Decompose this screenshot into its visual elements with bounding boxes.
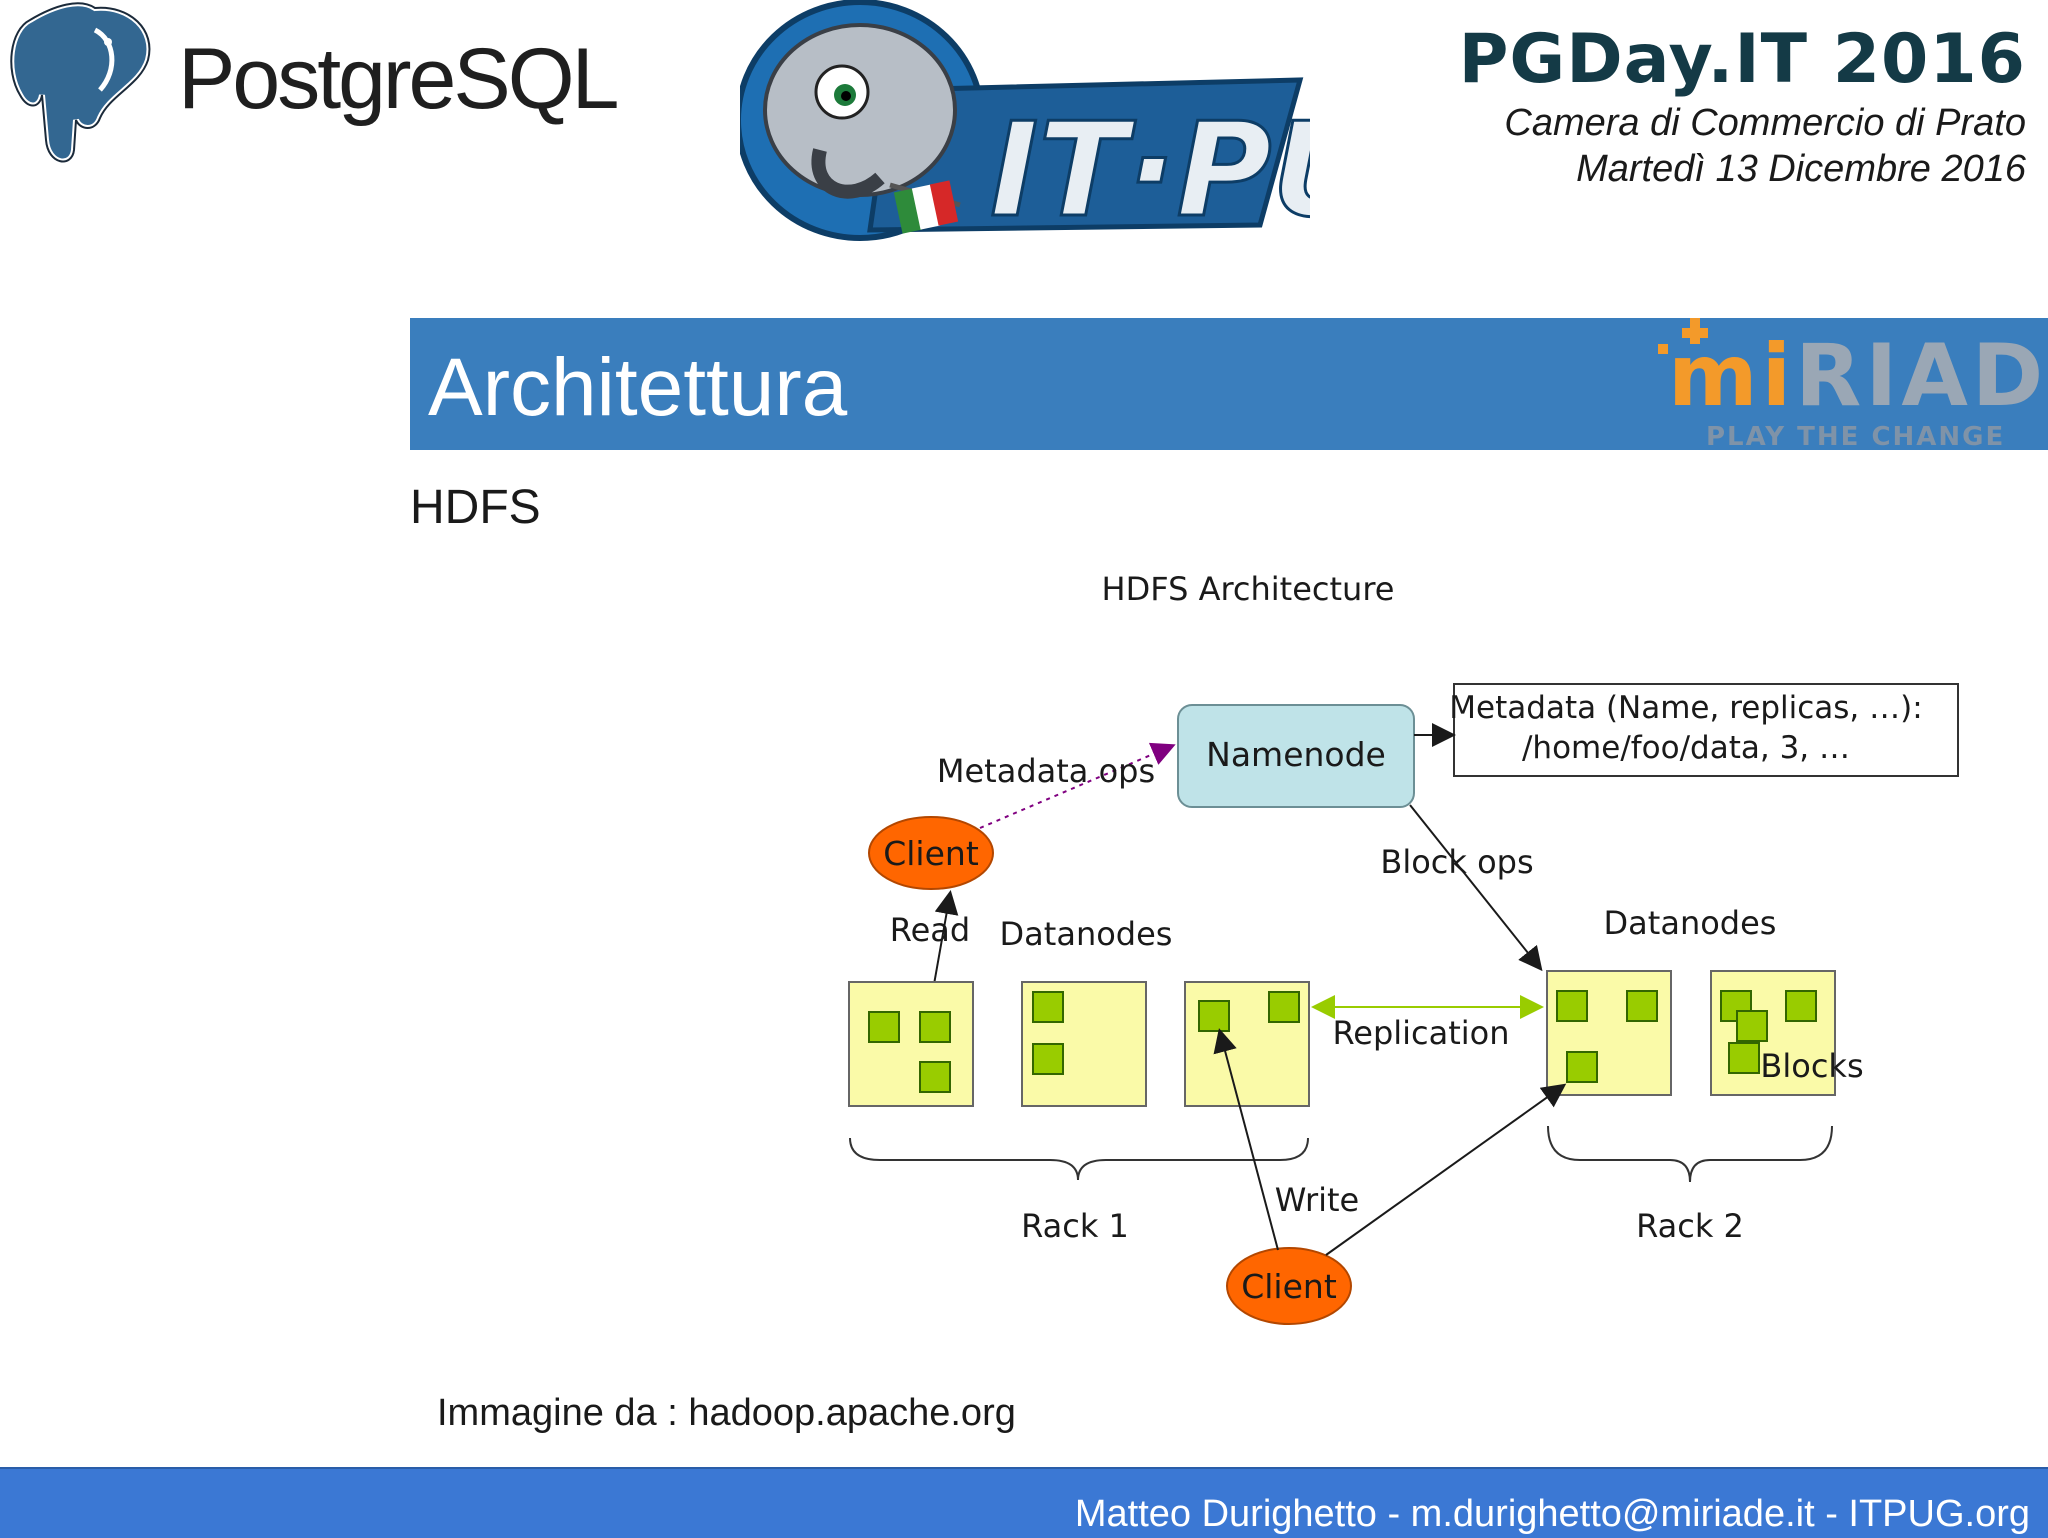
title-bar: Architettura miRIADE PLAY THE CHANGE [410,318,2048,450]
metadata-ops-arrow [979,742,1176,829]
block-ops-label: Block ops [1380,843,1533,881]
miriade-name: miRIADE [1668,326,2048,426]
event-venue: Camera di Commercio di Prato [1504,102,2026,144]
postgresql-wordmark: PostgreSQL [178,31,619,127]
rack2-datanode-1 [1546,970,1672,1096]
namenode-label: Namenode [1206,735,1386,774]
rack2-label: Rack 2 [1636,1207,1744,1245]
metadata-box [1453,683,1959,777]
event-info: PGDay.IT 2016 Camera di Commercio di Pra… [1459,20,2026,192]
postgresql-logo: PostgreSQL [0,0,640,170]
block [919,1061,951,1093]
block [1198,1000,1230,1032]
replication-label: Replication [1332,1014,1509,1052]
block-ops-arrow [1409,804,1543,972]
hdfs-architecture-diagram: HDFS Architecture Namenode Metadata (Nam… [848,570,1959,1325]
event-date: Martedì 13 Dicembre 2016 [1576,148,2026,190]
event-title: PGDay.IT 2016 [1458,20,2026,99]
miriade-logo: miRIADE PLAY THE CHANGE [1628,318,2048,450]
datanodes-right-label: Datanodes [1604,904,1777,942]
image-credit: Immagine da : hadoop.apache.org [437,1392,1016,1434]
metadata-ops-label: Metadata ops [937,752,1155,790]
postgresql-elephant-icon [8,0,153,165]
write-arrow-rack2 [1325,1083,1567,1256]
itpug-wordmark: IT·PUG [990,94,1310,246]
footer-bar: Matteo Durighetto - m.durighetto@miriade… [0,1467,2048,1538]
block [919,1011,951,1043]
client-bottom [1226,1247,1352,1325]
block [1556,990,1588,1022]
write-label: Write [1275,1181,1359,1219]
block [1626,990,1658,1022]
rack1-datanode-1 [848,981,974,1107]
block [868,1011,900,1043]
read-arrow [932,890,959,991]
section-label: HDFS [410,481,541,534]
metadata-line1: Metadata (Name, replicas, …): [1449,690,1922,726]
diagram-title: HDFS Architecture [1102,570,1395,608]
block [1728,1042,1760,1074]
footer-text: Matteo Durighetto - m.durighetto@miriade… [1074,1493,2030,1535]
namenode-box [1177,704,1415,808]
block [1736,1010,1768,1042]
block [1032,991,1064,1023]
write-arrow-rack1 [1213,1028,1279,1251]
rack1-label: Rack 1 [1021,1207,1129,1245]
rack1-datanode-2 [1021,981,1147,1107]
rack2-brace [1547,1125,1833,1183]
datanodes-left-label: Datanodes [1000,915,1173,953]
read-label: Read [890,911,970,949]
itpug-logo: IT·PUG [735,0,1485,265]
rack1-brace [849,1137,1309,1181]
metadata-line2: /home/foo/data, 3, … [1522,730,1850,766]
blocks-label: Blocks [1760,1047,1863,1085]
block [1785,990,1817,1022]
block [1032,1043,1064,1075]
block [1268,991,1300,1023]
client-bottom-label: Client [1241,1267,1337,1306]
miriade-tagline: PLAY THE CHANGE [1706,422,2006,450]
client-top-label: Client [883,834,979,873]
client-top [868,816,994,890]
rack2-datanode-2 [1710,970,1836,1096]
rack1-datanode-3 [1184,981,1310,1107]
block [1566,1051,1598,1083]
slide-title: Architettura [428,342,848,433]
